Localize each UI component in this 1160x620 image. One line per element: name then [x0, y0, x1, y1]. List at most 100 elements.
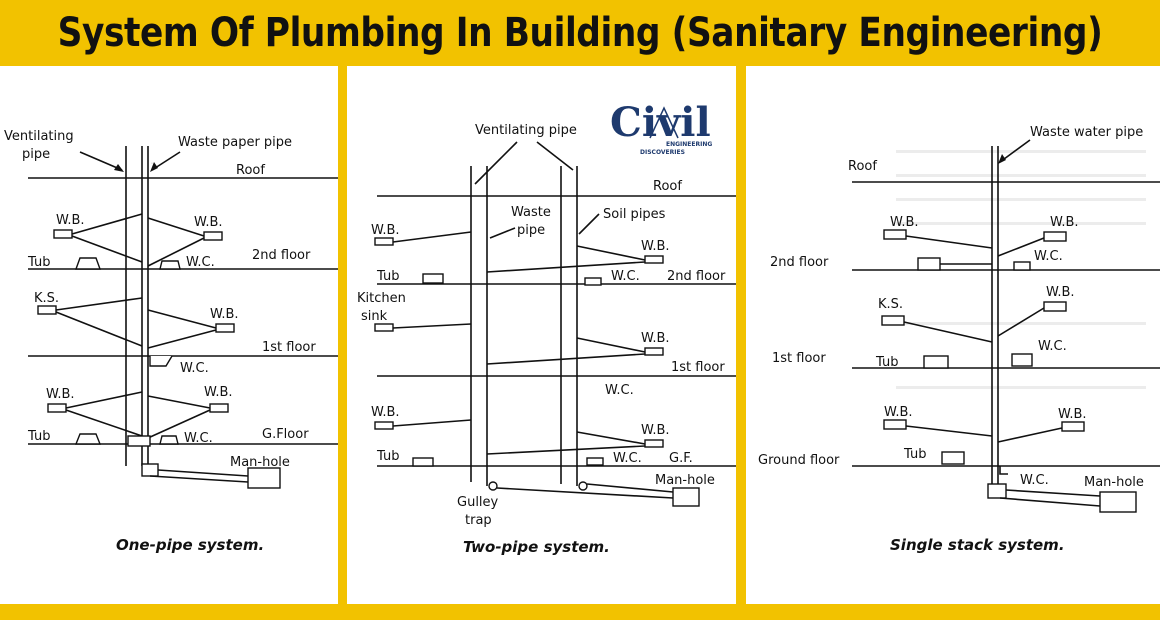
gf-label: G.F.	[669, 451, 693, 466]
wash-basin	[1061, 421, 1085, 432]
wb-label: W.B.	[56, 213, 85, 228]
manhole	[672, 487, 700, 507]
tub-label: Tub	[27, 429, 50, 444]
branch-pipe	[997, 307, 1045, 337]
branch-pipe	[576, 431, 646, 445]
trap-label: trap	[465, 513, 492, 528]
wb-label: W.B.	[641, 423, 670, 438]
wb-label: W.B.	[1050, 215, 1079, 230]
gulley-trap	[488, 481, 498, 491]
drain-pipe	[999, 497, 1101, 507]
branch-pipe	[55, 311, 143, 347]
drain-pipe	[586, 483, 674, 493]
wash-basin	[644, 439, 664, 448]
vent-arrow	[536, 141, 574, 171]
wash-basin	[883, 419, 907, 430]
waste-arrowhead	[150, 162, 158, 172]
branch-pipe	[147, 237, 205, 267]
kitchen-sink	[881, 315, 905, 326]
drain-pipe	[157, 469, 249, 477]
wash-basin	[53, 229, 73, 239]
floor-2-label: 2nd floor	[667, 269, 726, 284]
wb-label: W.B.	[194, 215, 223, 230]
logo-mark: Civil ENGINEERING DISCOVERIES	[610, 99, 712, 156]
wc-connection	[999, 466, 1008, 475]
wb-label: W.B.	[46, 387, 75, 402]
roof-label: Roof	[236, 163, 265, 178]
kitchen-sink	[374, 323, 394, 332]
ghost-line	[896, 150, 1146, 153]
branch-pipe	[147, 329, 217, 349]
branch-pipe	[71, 235, 143, 263]
tub-label: Tub	[376, 269, 399, 284]
ghost-line	[896, 386, 1146, 389]
vent-label-2: pipe	[22, 147, 50, 162]
two-pipe-diagram: Ventilating pipe Roof Waste pipe Soil pi…	[357, 123, 736, 556]
manhole-label: Man-hole	[230, 455, 290, 470]
wb-label: W.B.	[204, 385, 233, 400]
branch-pipe	[997, 427, 1063, 443]
vent-arrowhead	[114, 164, 124, 172]
sink-label: sink	[361, 309, 388, 324]
waste-label-2: pipe	[517, 223, 545, 238]
diagram-caption: Two-pipe system.	[463, 538, 610, 556]
one-pipe-system-panel: .	[0, 66, 338, 604]
kitchen-label: Kitchen	[357, 291, 406, 306]
floor-1-label: 1st floor	[772, 351, 826, 366]
wc-label: W.C.	[611, 269, 640, 284]
diagram-caption: One-pipe system.	[116, 536, 264, 554]
tub-label: Tub	[875, 355, 898, 370]
tub-label: Tub	[376, 449, 399, 464]
ghost-line	[896, 222, 1146, 225]
diagram-caption: Single stack system.	[890, 536, 1065, 554]
water-closet	[1013, 261, 1031, 271]
floor-2-label: 2nd floor	[770, 255, 829, 270]
drain-pipe	[496, 487, 674, 499]
wash-basin	[215, 323, 235, 333]
branch-pipe	[392, 419, 472, 427]
manhole	[247, 467, 281, 489]
wc-label: W.C.	[180, 361, 209, 376]
branch-pipe	[486, 445, 646, 455]
bathtub	[941, 451, 965, 465]
wc-label: W.C.	[1034, 249, 1063, 264]
manhole	[1099, 491, 1137, 513]
branch-pipe	[147, 217, 205, 237]
branch-pipe	[392, 323, 472, 329]
wash-basin	[644, 255, 664, 264]
single-stack-system-panel: Waste water pipe Roof W.B. W.B. 2nd floo…	[746, 66, 1160, 604]
branch-pipe	[65, 409, 143, 437]
manhole-label: Man-hole	[1084, 475, 1144, 490]
branch-pipe	[147, 395, 211, 409]
two-pipe-system-panel: Ventilating pipe Roof Waste pipe Soil pi…	[347, 66, 736, 604]
logo-sub1: ENGINEERING	[666, 141, 712, 148]
waste-water-label: Waste water pipe	[1030, 125, 1143, 140]
branch-pipe	[71, 213, 143, 235]
drain-pipe	[1005, 489, 1101, 497]
wash-basin	[1043, 231, 1067, 242]
ghost-line	[896, 322, 1146, 325]
bathtub	[422, 273, 444, 284]
soil-arrow	[578, 213, 600, 235]
ghost-text-block	[896, 150, 1146, 389]
bathtub	[412, 457, 434, 467]
wc-label: W.C.	[1038, 339, 1067, 354]
drain-pipe	[149, 475, 249, 483]
stack-arrowhead	[998, 154, 1006, 164]
bathtub	[917, 257, 941, 271]
ghost-line	[896, 198, 1146, 201]
wash-basin	[374, 421, 394, 430]
wc-label: W.C.	[184, 431, 213, 446]
wb-label: W.B.	[210, 307, 239, 322]
roof-label: Roof	[848, 159, 877, 174]
roof-label: Roof	[653, 179, 682, 194]
trap-box	[141, 463, 159, 477]
tub-label: Tub	[903, 447, 926, 462]
floor-2-label: 2nd floor	[252, 248, 311, 263]
bathtub	[923, 355, 949, 369]
branch-pipe	[576, 245, 646, 261]
water-closet	[584, 277, 602, 286]
wash-basin	[644, 347, 664, 356]
trap-box	[987, 483, 1007, 499]
manhole-label: Man-hole	[655, 473, 715, 488]
